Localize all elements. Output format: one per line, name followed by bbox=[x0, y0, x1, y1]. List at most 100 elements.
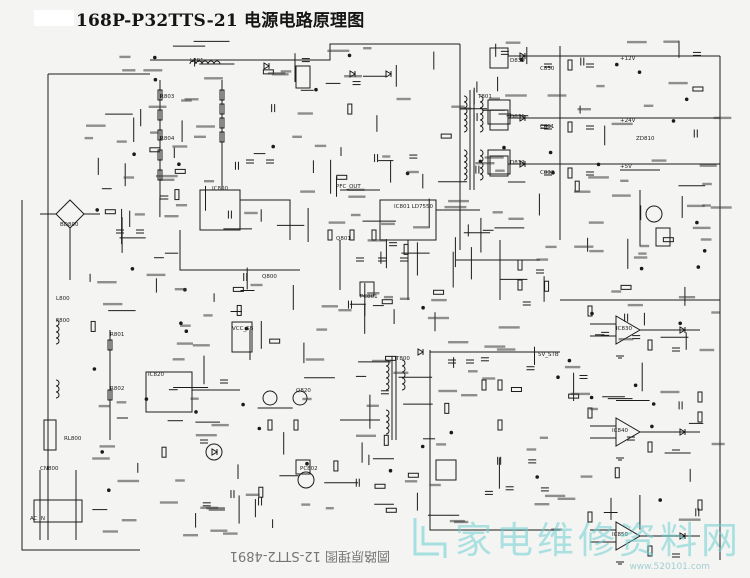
connector-cn800 bbox=[33, 499, 83, 523]
annotation-text-mark bbox=[327, 49, 350, 52]
junction-dot bbox=[194, 410, 198, 414]
annotation-text-mark bbox=[639, 244, 650, 248]
resistor bbox=[269, 338, 281, 344]
annotation-text-mark bbox=[203, 314, 213, 317]
resistor bbox=[219, 103, 225, 115]
junction-dot bbox=[305, 461, 309, 466]
annotation-text-mark bbox=[580, 475, 593, 478]
label-l801: L801 bbox=[190, 58, 204, 64]
rail-bottom-mid bbox=[429, 350, 560, 531]
annotation-text-mark bbox=[302, 397, 312, 401]
annotation-text-mark bbox=[367, 292, 380, 295]
annotation-text-mark bbox=[539, 436, 548, 439]
pfc-wire bbox=[240, 199, 291, 240]
junction-dot bbox=[179, 321, 183, 326]
annotation-text-mark bbox=[618, 338, 634, 341]
annotation-text-mark bbox=[190, 397, 199, 400]
annotation-text-mark bbox=[551, 528, 562, 531]
resistor bbox=[219, 131, 225, 143]
junction-dot bbox=[535, 475, 540, 479]
junction-dot bbox=[651, 402, 656, 406]
label-transformer-sb: T800 bbox=[395, 356, 410, 362]
annotation-text-mark bbox=[484, 156, 504, 159]
annotation-text-mark bbox=[711, 311, 720, 314]
label-pc802: PC802 bbox=[300, 466, 318, 472]
label-ic-pfc: IC800 bbox=[212, 186, 228, 192]
annotation-text-mark bbox=[155, 174, 178, 178]
resistor bbox=[327, 229, 333, 241]
label-out-12v: +12V bbox=[620, 56, 636, 62]
opamp-symbol bbox=[615, 315, 641, 345]
annotation-text-mark bbox=[643, 104, 654, 107]
annotation-text-mark bbox=[134, 213, 145, 216]
annotation-text-mark bbox=[159, 501, 178, 504]
annotation-text-mark bbox=[301, 503, 311, 506]
watermark-logo-icon bbox=[413, 518, 447, 558]
inductor-coil bbox=[401, 359, 406, 391]
junction-dot bbox=[314, 87, 318, 92]
annotation-text-mark bbox=[200, 506, 219, 509]
resistor bbox=[481, 379, 487, 391]
annotation-text-mark bbox=[627, 40, 647, 44]
diode-symbol bbox=[519, 114, 526, 122]
diode-symbol bbox=[679, 326, 686, 334]
label-relay: RL800 bbox=[64, 436, 82, 442]
junction-dot bbox=[271, 144, 276, 149]
junction-dot bbox=[633, 383, 638, 388]
bridge-rectifier bbox=[55, 199, 85, 229]
page-title: 168P-P32TTS-21 电源电路原理图 bbox=[34, 6, 364, 31]
annotation-text-mark bbox=[589, 407, 598, 411]
resistor bbox=[267, 419, 273, 431]
annotation-text-mark bbox=[678, 518, 701, 521]
label-d832: D832 bbox=[510, 160, 525, 166]
relay-body bbox=[43, 419, 57, 451]
pfc-wire bbox=[179, 230, 300, 271]
annotation-text-mark bbox=[577, 108, 591, 111]
annotation-text-mark bbox=[692, 226, 711, 230]
resistor bbox=[544, 280, 550, 292]
annotation-text-mark bbox=[180, 324, 191, 327]
annotation-text-mark bbox=[244, 211, 258, 215]
annotation-text-mark bbox=[204, 180, 215, 183]
annotation-text-mark bbox=[176, 342, 193, 345]
junction-dot bbox=[107, 488, 111, 493]
junction-dot bbox=[184, 329, 189, 334]
annotation-text-mark bbox=[383, 295, 393, 299]
resistor bbox=[157, 89, 163, 101]
annotation-text-mark bbox=[344, 75, 362, 78]
annotation-text-mark bbox=[174, 288, 187, 291]
resistor bbox=[232, 286, 244, 292]
rectifier-diode-pack bbox=[487, 99, 511, 125]
transistor-q bbox=[297, 471, 315, 489]
junction-dot bbox=[696, 265, 701, 269]
resistor bbox=[517, 259, 523, 271]
label-vcc-sb: VCC_SB bbox=[232, 326, 254, 332]
resistor bbox=[161, 446, 167, 458]
annotation-text-mark bbox=[429, 483, 441, 487]
resistor bbox=[293, 419, 299, 431]
junction-dot bbox=[684, 97, 689, 102]
label-c831: C831 bbox=[540, 124, 554, 130]
diode-symbol bbox=[679, 532, 686, 540]
annotation-text-mark bbox=[651, 159, 667, 162]
junction-dot bbox=[596, 162, 601, 167]
label-pc801: PC801 bbox=[360, 294, 378, 300]
diode-symbol bbox=[417, 348, 424, 356]
resistor bbox=[697, 411, 703, 423]
transistor-q bbox=[205, 443, 223, 461]
annotation-text-mark bbox=[321, 305, 338, 308]
label-ic-standby: IC820 bbox=[148, 372, 164, 378]
junction-dot bbox=[132, 152, 136, 156]
annotation-text-mark bbox=[84, 136, 94, 140]
resistor bbox=[104, 209, 116, 215]
label-q-pfc: Q800 bbox=[262, 274, 277, 280]
annotation-layer bbox=[84, 40, 732, 537]
resistor bbox=[347, 103, 353, 115]
resistor bbox=[440, 133, 452, 139]
annotation-text-mark bbox=[399, 297, 410, 300]
junction-dot bbox=[637, 70, 642, 74]
annotation-text-mark bbox=[611, 290, 622, 293]
diode-symbol bbox=[679, 428, 686, 436]
resistor bbox=[517, 279, 523, 291]
